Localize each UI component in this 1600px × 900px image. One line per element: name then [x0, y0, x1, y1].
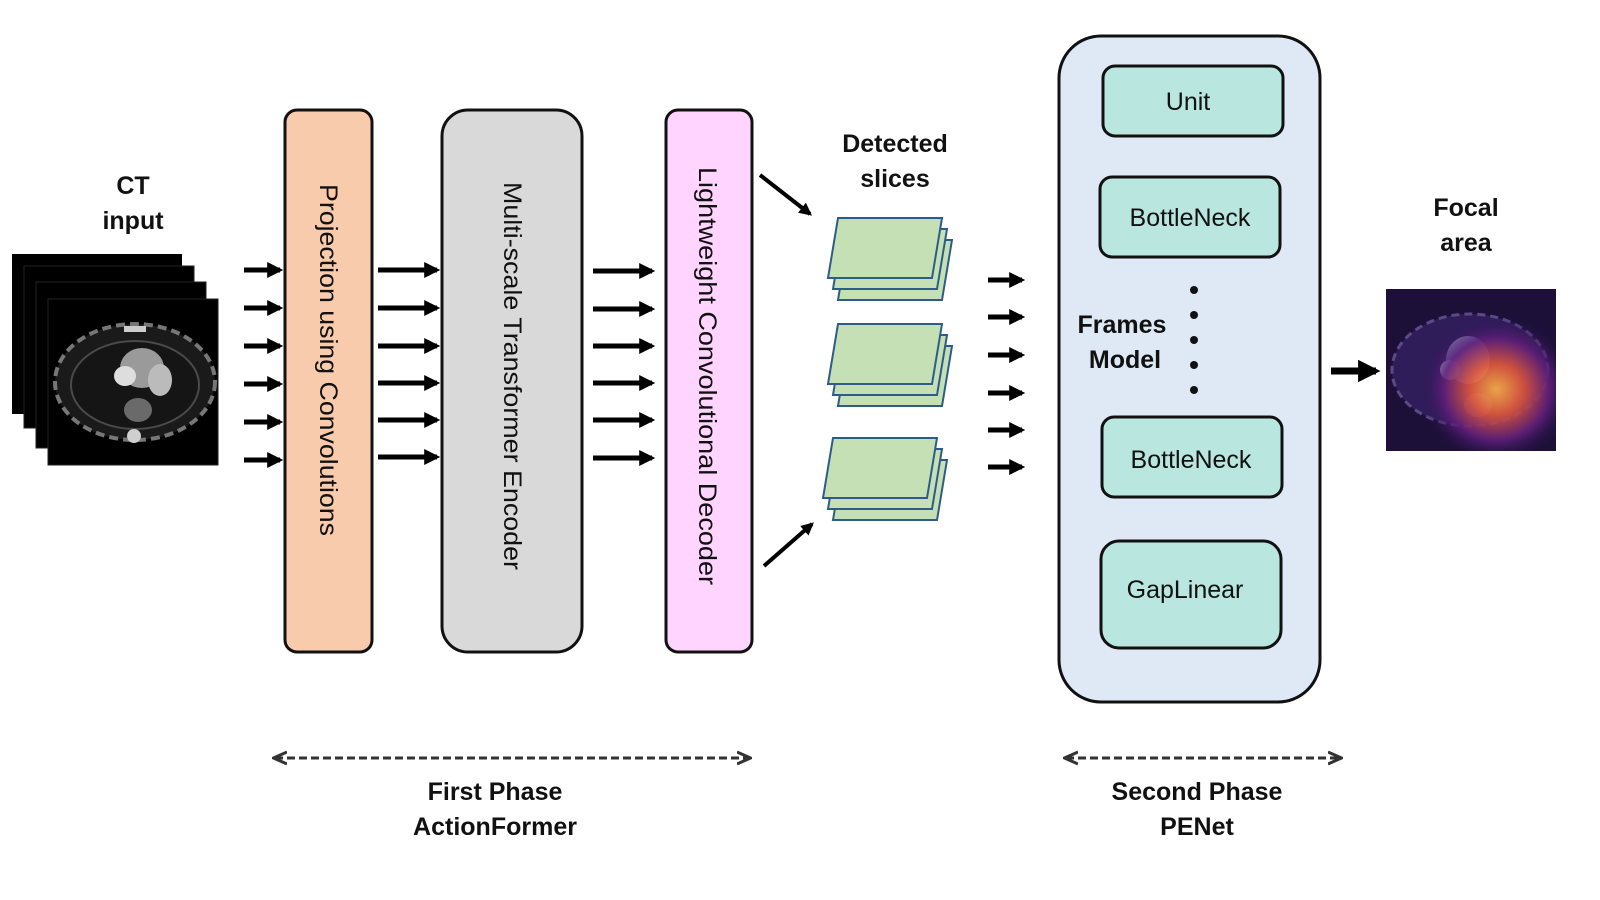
focal-area-heatmap-image — [1386, 289, 1556, 451]
projection-label: Projection using Convolutions — [314, 184, 342, 536]
detected-slices-label-line2: slices — [860, 165, 930, 193]
encoder-block — [440, 108, 584, 654]
ct-scan-image — [53, 322, 217, 443]
ellipsis-dots — [1190, 286, 1198, 394]
decoder-to-slices-arrow-top — [758, 173, 813, 216]
ct-input-label-line1: CT — [116, 172, 149, 200]
second-phase-label-line1: Second Phase — [1112, 778, 1283, 806]
slice-stack-bottom — [821, 437, 949, 521]
slice-stack-top — [826, 217, 954, 301]
first-phase-label-line1: First Phase — [428, 778, 563, 806]
focal-area-label-line2: area — [1440, 229, 1493, 257]
input-arrows — [244, 261, 284, 469]
decoder-to-slices-arrow-bottom — [762, 522, 814, 568]
ct-input-label-line2: input — [102, 207, 164, 235]
unit-block — [1101, 64, 1285, 138]
bottleneck-label-1: BottleNeck — [1130, 204, 1251, 232]
encoder-label: Multi-scale Transformer Encoder — [498, 182, 526, 570]
slice-stack-middle — [826, 323, 954, 407]
frames-model-label-line1: Frames — [1078, 311, 1167, 339]
frames-model-label-line2: Model — [1089, 346, 1161, 374]
first-phase-label-line2: ActionFormer — [413, 813, 577, 841]
ct-input-image-stack — [12, 254, 219, 466]
decoder-block — [664, 108, 754, 654]
projection-block — [283, 108, 374, 654]
bottleneck-label-2: BottleNeck — [1131, 446, 1252, 474]
encoder-to-decoder-arrows — [593, 262, 656, 467]
bottleneck-block-1 — [1098, 175, 1282, 259]
projection-to-encoder-arrows — [378, 261, 441, 466]
detected-slices-label-line1: Detected — [842, 130, 948, 158]
gaplinear-label: GapLinear — [1127, 576, 1244, 604]
bottleneck-block-2 — [1100, 415, 1284, 499]
gaplinear-block — [1099, 539, 1283, 650]
unit-label: Unit — [1166, 88, 1211, 116]
decoder-label: Lightweight Convolutional Decoder — [693, 167, 721, 585]
slices-to-model-arrows — [988, 271, 1026, 476]
second-phase-label-line2: PENet — [1160, 813, 1234, 841]
focal-area-label-line1: Focal — [1433, 194, 1498, 222]
